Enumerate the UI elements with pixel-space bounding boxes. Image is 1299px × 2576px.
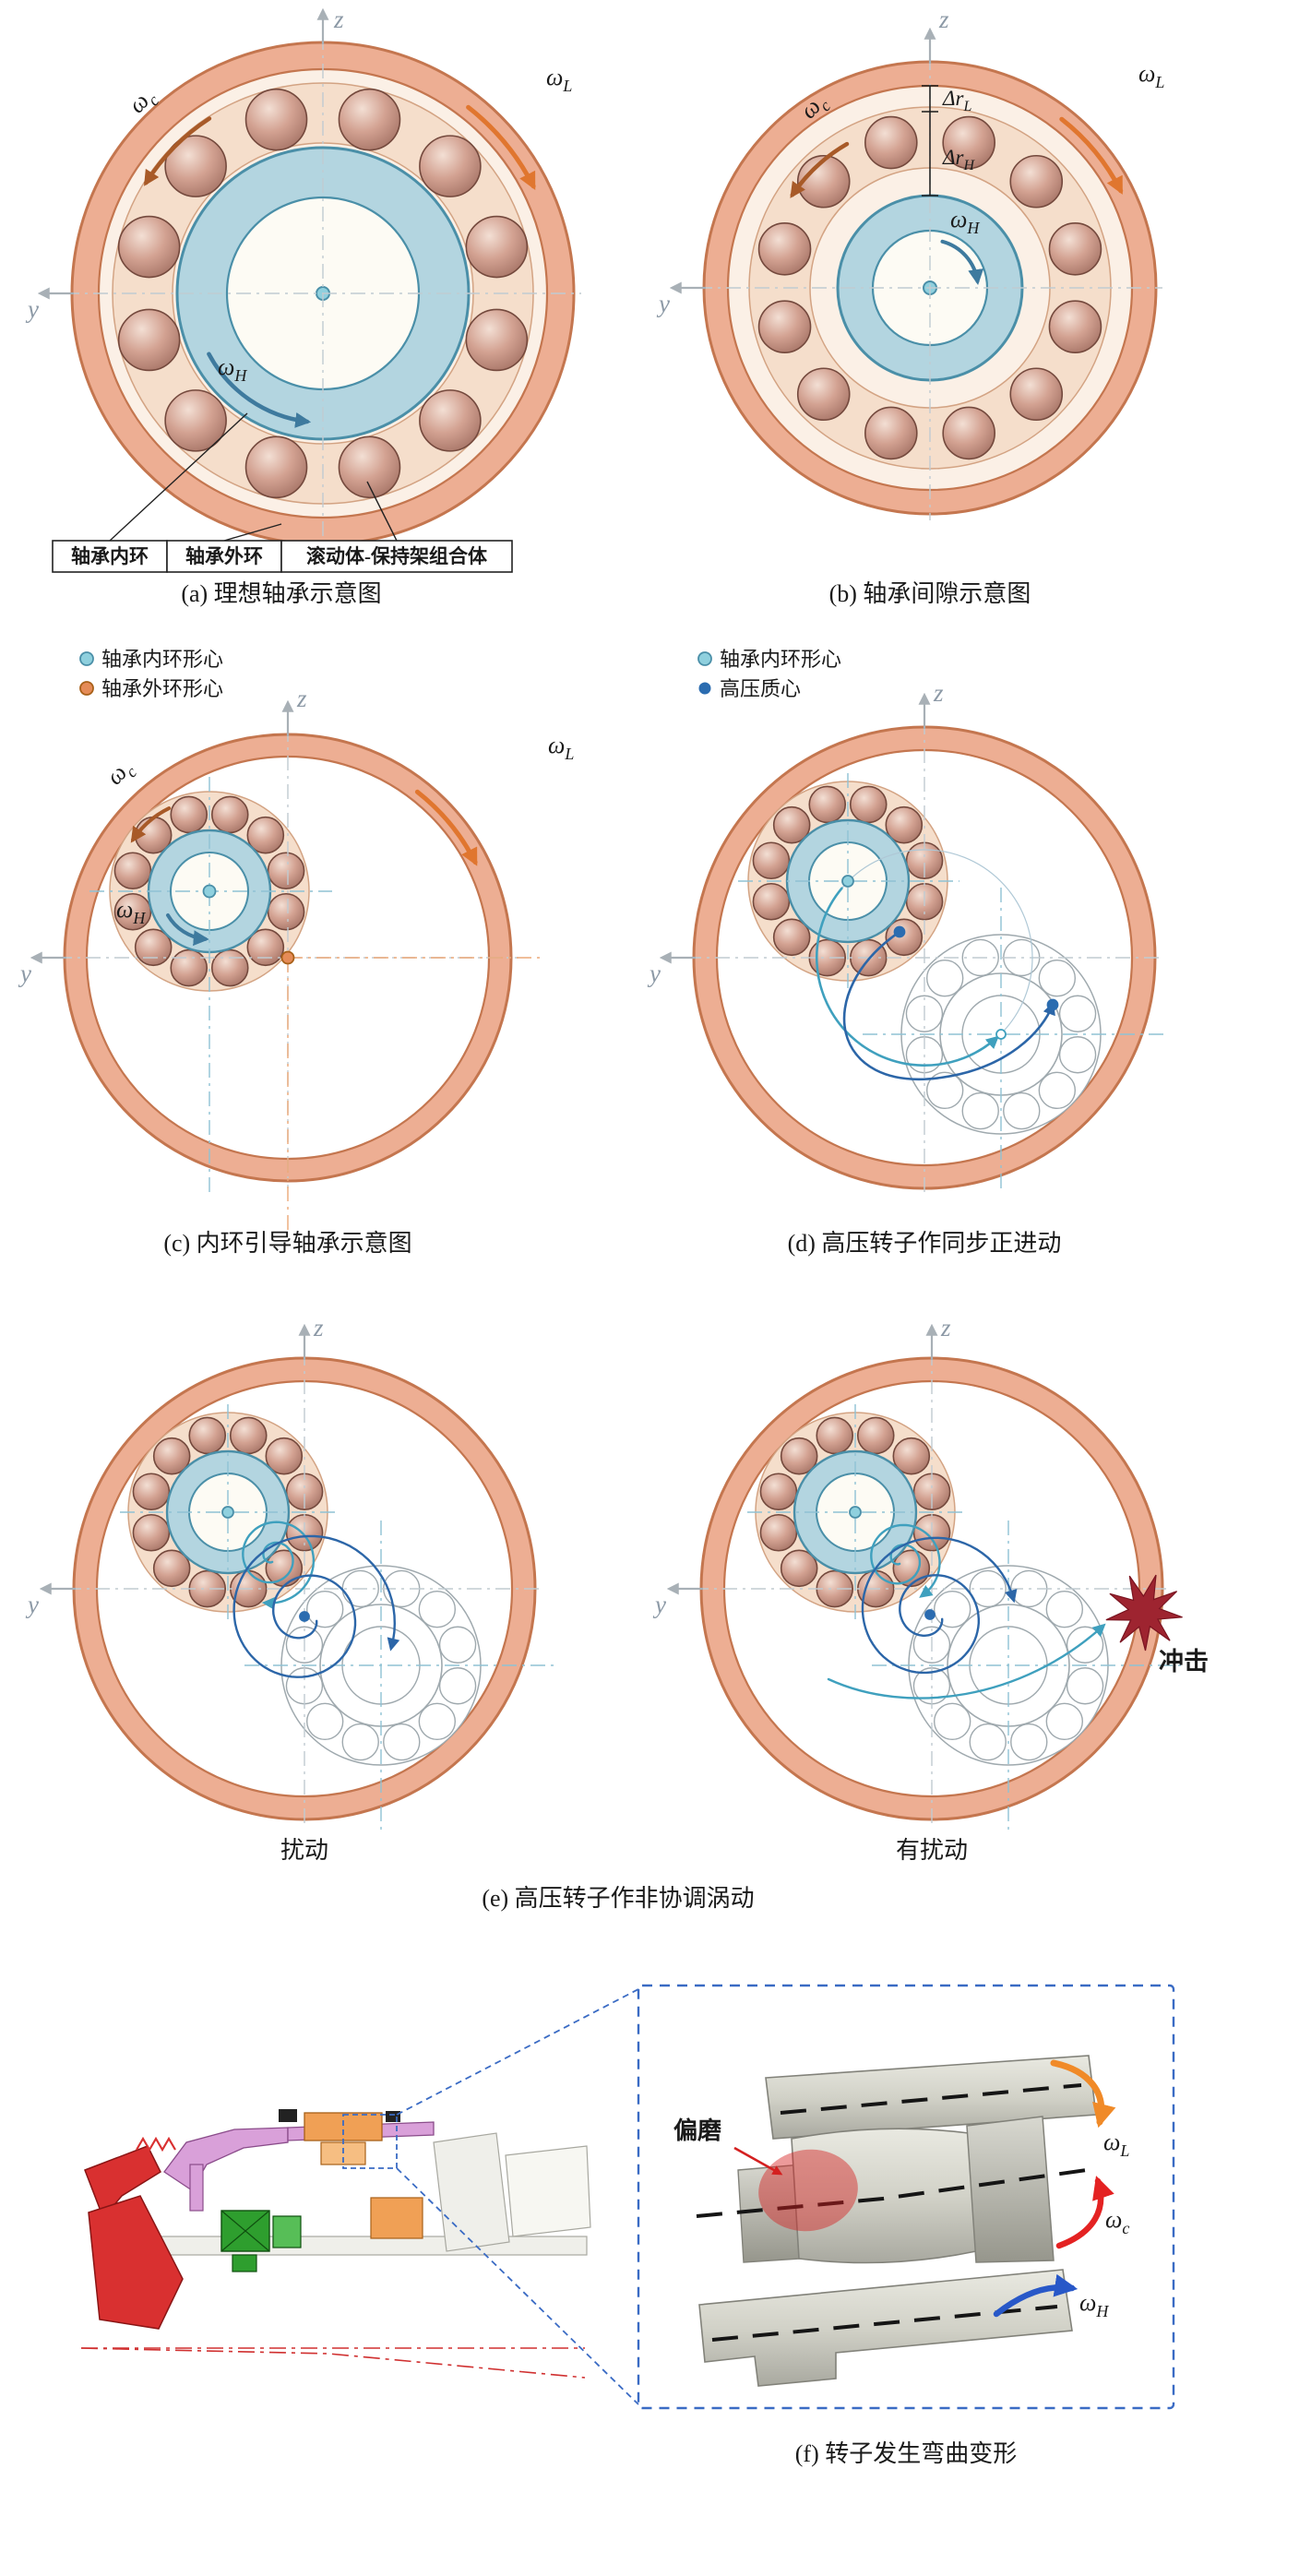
wear-label: 偏磨: [673, 2117, 721, 2144]
ghost-assembly-e-right: [872, 1521, 1181, 1831]
lower-ring-3d: [698, 2269, 1073, 2387]
upper-centerline: [780, 2083, 1082, 2115]
omega-c-arrow: [1055, 2176, 1114, 2249]
annotations-b: [790, 85, 1124, 286]
axis-y-label: y: [652, 1591, 666, 1618]
caption-a: (a) 理想轴承示意图: [181, 580, 381, 607]
zoom-source-box: [342, 2114, 398, 2169]
axis-z-label: z: [333, 6, 344, 33]
axis-z-label: z: [933, 679, 944, 707]
trajectories-e-right: [827, 1506, 1183, 1699]
legend-inner-center: 轴承内环形心: [720, 648, 841, 671]
axis-z-label: z: [940, 1314, 951, 1342]
annotations-a: [52, 104, 536, 573]
wear-arrow: [733, 2146, 783, 2176]
legend-inner-center: 轴承内环形心: [101, 648, 223, 671]
legend-outer-dot: [79, 681, 94, 696]
omega-c-label: ωc: [1105, 2206, 1129, 2237]
spring-zigzag: [136, 2136, 176, 2153]
wear-highlight: [758, 2149, 858, 2232]
omega-l-label: ωL: [1138, 60, 1164, 91]
omega-l-label: ωL: [546, 64, 572, 95]
trajectories-e-left: [221, 1506, 400, 1678]
axis-y-label: y: [25, 1591, 39, 1618]
rotor-axis-bent: [80, 2347, 586, 2379]
panel-inner-ring-guided: 轴承内环形心 轴承外环形心 z y ωc ωH ωL (c) 内环引导轴承示意图: [18, 648, 574, 1257]
axis-y-label: y: [18, 960, 31, 987]
omega-h-label: ωH: [116, 896, 146, 927]
impact-label: 冲击: [1159, 1648, 1209, 1676]
omega-h-label: ωH: [1079, 2289, 1109, 2320]
subcaption-with-disturb: 有扰动: [896, 1837, 968, 1864]
omega-l-arrow: [1050, 2059, 1116, 2129]
part-label-cage: 滚动体-保持架组合体: [306, 545, 488, 567]
panel-bearing-clearance: z y ΔrL ΔrH ωc ωH ωL (b) 轴承间隙示意图: [656, 6, 1164, 607]
omega-h-label: ωH: [950, 206, 980, 237]
part-label-inner-ring: 轴承内环: [71, 545, 149, 567]
axis-z-label: z: [938, 6, 949, 33]
caption-e: (e) 高压转子作非协调涡动: [482, 1885, 754, 1912]
panel-synchronous-whirl: 轴承内环形心 高压质心 z y (d) 高压转子作同步正进动: [647, 648, 1164, 1257]
bearing-3d-render: [696, 2055, 1116, 2387]
caption-b: (b) 轴承间隙示意图: [829, 580, 1031, 607]
engine-magenta-frame: [163, 2127, 289, 2191]
omega-l-label: ωL: [548, 732, 574, 763]
caption-f: (f) 转子发生弯曲变形: [795, 2440, 1017, 2467]
trajectories-d: [815, 875, 1059, 1080]
bent-centerline: [696, 2168, 1088, 2218]
impact-star: [1105, 1574, 1183, 1652]
panel-rotor-bending: 偏磨 ωL ωc ωH (f) 转子发生弯曲变形: [80, 1984, 1175, 2467]
omega-h-arrow: [993, 2273, 1079, 2318]
axis-z-label: z: [296, 685, 307, 712]
panel-nonsync-whirl: z y z y 冲击 扰动 有扰动 (e) 高压转子作非协调涡动: [25, 1314, 1209, 1912]
panel-ideal-bearing: z y ωL ωc ωH 轴承内环 轴承外环 滚动体-保持架组合体 (a) 理想…: [25, 6, 581, 607]
legend-inner-dot: [697, 651, 712, 666]
axis-y-label: y: [25, 295, 39, 323]
clearance-h-label: ΔrH: [942, 146, 975, 173]
part-label-outer-ring: 轴承外环: [185, 545, 263, 567]
zoom-connector-top: [396, 1988, 639, 2116]
legend-inner-dot: [79, 651, 94, 666]
zoom-box: [637, 1984, 1175, 2410]
omega-l-label: ωL: [1103, 2129, 1129, 2160]
omega-c-label: ωc: [101, 754, 140, 793]
legend-hp-dot: [698, 682, 711, 695]
engine-orange-block: [304, 2112, 383, 2141]
legend-hp-center: 高压质心: [720, 677, 801, 700]
legend-outer-center: 轴承外环形心: [101, 677, 223, 700]
centerlines-a: [37, 7, 581, 552]
engine-cross-section: [80, 2109, 591, 2379]
upper-ring-3d: [765, 2055, 1097, 2140]
axis-y-label: y: [656, 290, 670, 317]
clearance-l-label: ΔrL: [942, 87, 971, 114]
axis-y-label: y: [647, 960, 661, 987]
omega-h-label: ωH: [218, 353, 247, 385]
caption-c: (c) 内环引导轴承示意图: [163, 1230, 411, 1257]
caption-d: (d) 高压转子作同步正进动: [788, 1230, 1062, 1257]
axis-z-label: z: [313, 1314, 324, 1342]
zoom-connector-bottom: [396, 2167, 639, 2405]
engine-red-body: [88, 2195, 184, 2330]
annotations-c: [130, 789, 478, 965]
subcaption-disturb: 扰动: [280, 1837, 328, 1864]
